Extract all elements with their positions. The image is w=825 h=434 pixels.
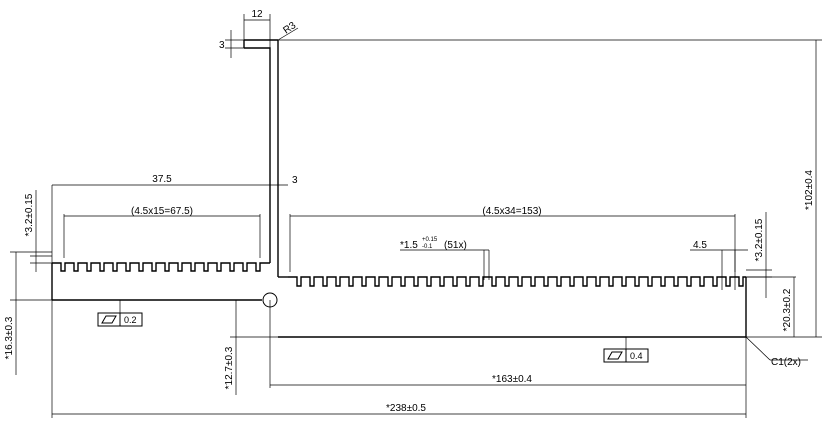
dim-3-2-right: *3.2±0.15: [746, 212, 772, 298]
dim-163: *163±0.4: [269, 300, 747, 418]
dim-3-top: 3: [219, 30, 244, 58]
right-grooves: [288, 276, 746, 287]
dim-37-5-label: 37.5: [152, 174, 172, 185]
part-outline: [51, 39, 747, 338]
dim-3-top-label: 3: [219, 40, 225, 51]
fin-left-edge: [244, 47, 271, 263]
dim-16-3: *16.3±0.3: [4, 251, 52, 375]
datum-circle: [262, 292, 278, 308]
dim-1-5-count: (51x): [444, 240, 467, 251]
groove-profile: [52, 262, 270, 272]
dim-3-2-left: *3.2±0.15: [24, 190, 52, 272]
dim-pitch-left-label: (4.5x15=67.5): [131, 206, 193, 217]
dim-1-5: *1.5 +0.15 -0.1 (51x): [400, 237, 490, 280]
flatness-callout-1: 0.2: [97, 300, 143, 327]
dim-3-2-left-label: *3.2±0.15: [24, 193, 35, 236]
dim-16-3-label: *16.3±0.3: [4, 316, 15, 359]
dim-102-label: *102±0.4: [804, 170, 815, 210]
dim-3-mid-label: 3: [292, 175, 298, 186]
dim-r3: R3: [277, 20, 299, 41]
dim-3-2-right-label: *3.2±0.15: [754, 218, 765, 261]
dim-12-7-label: *12.7±0.3: [224, 346, 235, 389]
dim-20-3-label: *20.3±0.2: [782, 288, 793, 331]
dim-pitch-left: (4.5x15=67.5): [63, 206, 261, 258]
dim-20-3: *20.3±0.2: [746, 276, 796, 337]
dim-pitch-right: (4.5x34=153): [289, 206, 736, 272]
dim-pitch-right-label: (4.5x34=153): [482, 206, 541, 217]
chamfer-leader: C1(2x): [745, 336, 808, 368]
dim-12-label: 12: [251, 9, 263, 20]
flatness-icon: [607, 351, 623, 360]
dim-238: *238±0.5: [51, 300, 746, 418]
dim-163-label: *163±0.4: [492, 374, 532, 385]
dim-1-5-tol-upper: +0.15: [422, 237, 438, 243]
dim-4-5: 4.5: [690, 240, 748, 290]
flatness-icon: [101, 315, 117, 324]
dim-3-mid: 3: [270, 175, 298, 186]
dim-1-5-label: *1.5: [400, 240, 418, 251]
left-grooves: [52, 262, 270, 272]
dim-102: *102±0.4: [278, 39, 822, 338]
dim-37-5: 37.5: [51, 174, 270, 263]
dim-1-5-tol-lower: -0.1: [422, 244, 433, 250]
dim-4-5-label: 4.5: [693, 240, 707, 251]
flatness-value-2: 0.4: [630, 351, 643, 361]
flatness-value-1: 0.2: [124, 315, 137, 325]
dim-r3-label: R3: [281, 20, 298, 37]
chamfer-label: C1(2x): [771, 357, 801, 368]
dim-12: 12: [243, 9, 271, 48]
dim-238-label: *238±0.5: [386, 403, 426, 414]
groove-profile: [288, 276, 746, 287]
flatness-callout-2: 0.4: [603, 337, 649, 363]
